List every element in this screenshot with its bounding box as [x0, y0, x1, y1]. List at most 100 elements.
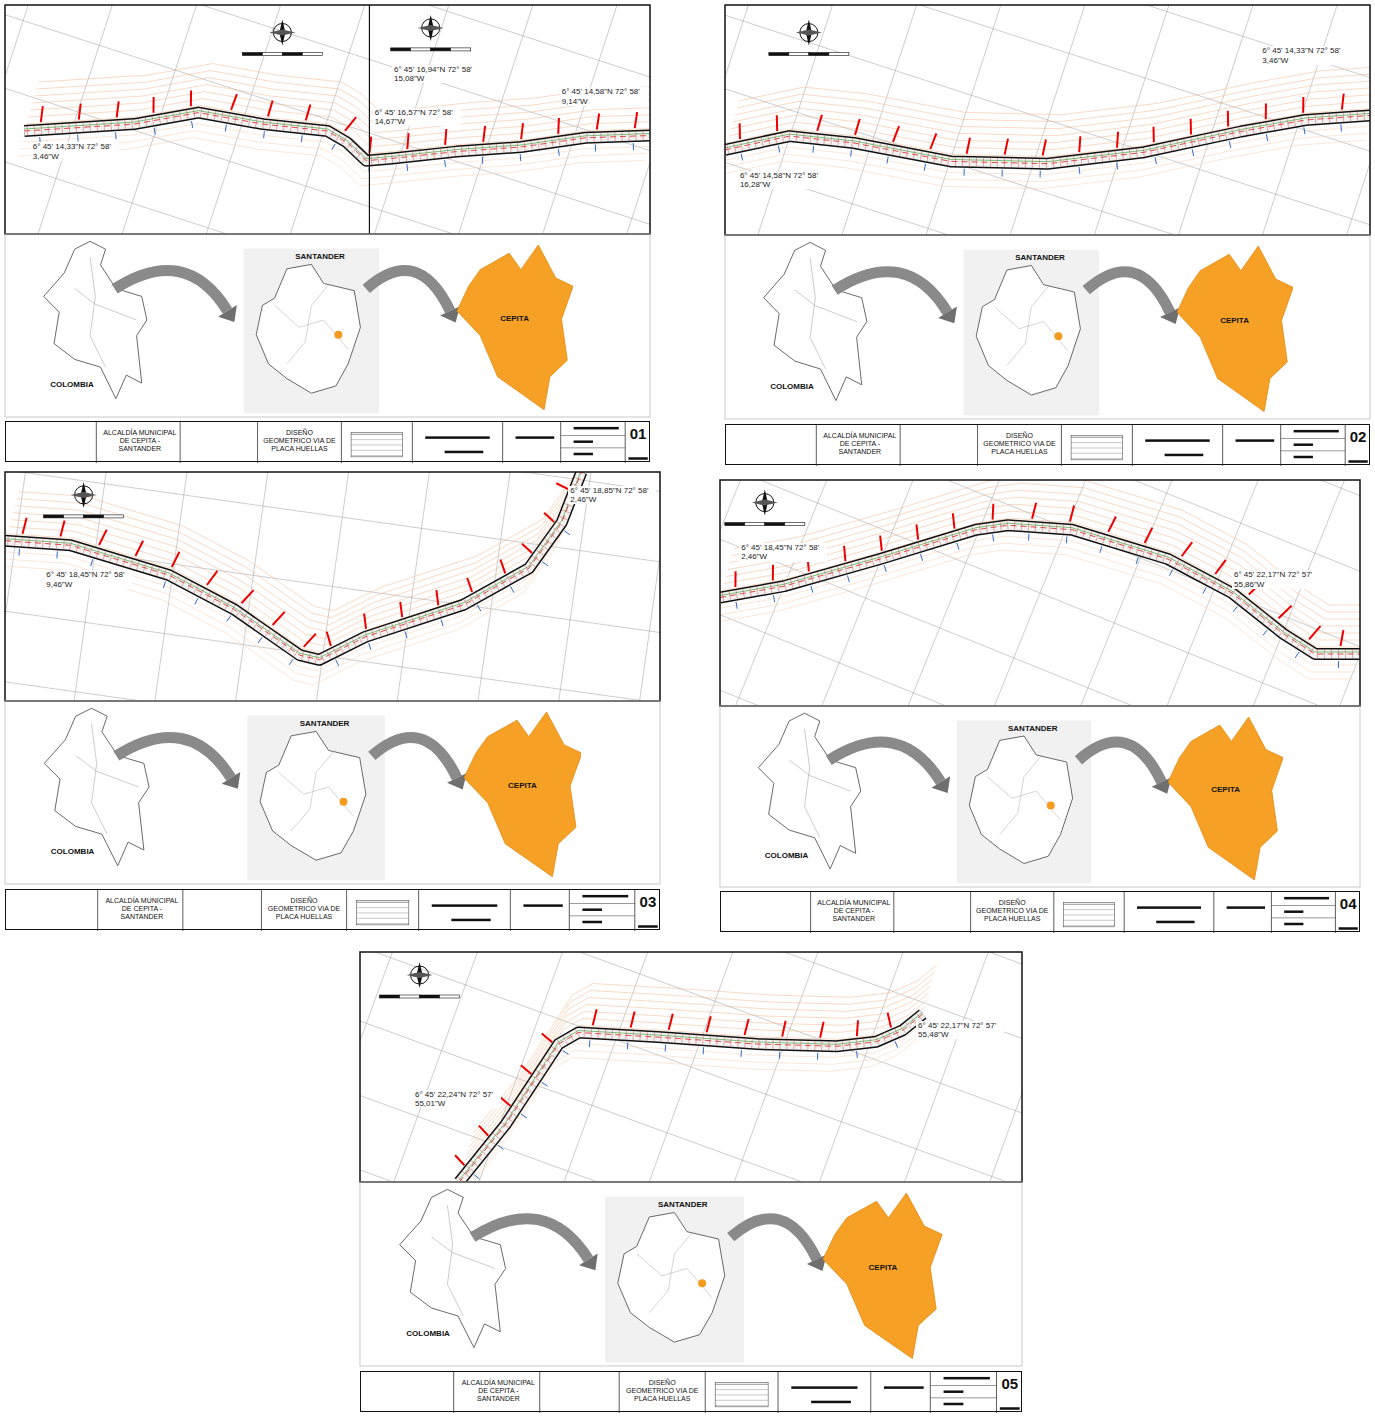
grid-line — [0, 817, 1375, 1416]
station-mark — [241, 590, 253, 603]
grid-line — [0, 0, 1375, 171]
grid-line — [0, 0, 1375, 118]
section-mark — [115, 132, 116, 139]
section-mark — [542, 562, 548, 566]
section-mark — [779, 1052, 780, 1059]
section-mark — [258, 637, 262, 643]
contour-line — [15, 437, 591, 625]
road-hatch — [789, 132, 791, 141]
road-hatch — [1336, 113, 1338, 122]
road-hatch — [405, 152, 407, 161]
scale-bar — [769, 53, 789, 56]
road-hatch — [308, 653, 310, 662]
title-block: ALCALDÍA MUNICIPAL DE CEPITA - SANTANDER… — [720, 891, 1360, 932]
road-hatch — [1322, 114, 1324, 123]
station-mark — [1265, 104, 1267, 120]
grid-line — [0, 0, 1375, 50]
road-hatch — [878, 555, 880, 564]
grid-line — [660, 0, 1375, 1416]
grid-line — [0, 620, 1375, 1416]
municipality-line — [1000, 755, 1042, 835]
road-hatch — [219, 598, 223, 606]
station-mark — [23, 518, 27, 534]
title-cell-line — [346, 890, 347, 931]
municipality-line — [649, 1232, 693, 1313]
grid-line — [0, 0, 452, 1416]
contour-line — [38, 64, 664, 112]
road-hatch — [1303, 644, 1308, 652]
municipality-shape: CEPITA — [464, 712, 582, 877]
cepita-marker — [698, 1279, 706, 1287]
road-hatch — [194, 585, 198, 593]
title-cell-line — [1345, 425, 1346, 466]
section-mark — [289, 659, 293, 665]
road-hatch — [152, 116, 154, 125]
road-hatch — [28, 538, 30, 547]
grid-line — [0, 724, 1375, 1142]
road-hatch — [1004, 158, 1005, 167]
road-hatch — [103, 121, 105, 130]
grid-line — [0, 0, 182, 1348]
municipality-shape: CEPITA — [1168, 717, 1283, 880]
road-hatch — [137, 561, 140, 570]
station-mark — [1190, 119, 1192, 135]
grid-line — [1294, 0, 1375, 1416]
road-hatch — [777, 583, 779, 592]
road-hatch — [575, 477, 583, 480]
road-hatch — [918, 543, 921, 552]
station-mark — [844, 546, 845, 561]
road-hatch — [1352, 650, 1353, 659]
road-hatch — [625, 1031, 627, 1040]
station-mark — [953, 513, 955, 528]
grid-line — [33, 0, 1157, 1416]
road-hatch — [830, 136, 832, 145]
road-hatch — [255, 118, 257, 127]
road-hatch — [1046, 159, 1047, 168]
revision-table — [351, 439, 403, 440]
section-mark — [441, 620, 443, 627]
road-hatch — [797, 578, 799, 587]
title-cell-line — [705, 1372, 706, 1413]
grid-line — [0, 1071, 1375, 1416]
road-hatch — [339, 645, 343, 653]
road-hatch — [863, 1039, 864, 1048]
road-hatch — [248, 617, 253, 624]
title-cell-line — [816, 425, 817, 466]
road-hatch — [779, 1040, 780, 1049]
grid-line — [0, 0, 1375, 51]
road-hatch — [1060, 158, 1061, 167]
road-hatch — [489, 145, 491, 154]
title-cell-line — [569, 890, 570, 931]
road-hatch — [193, 109, 195, 118]
road-hatch — [1081, 155, 1082, 164]
grid-line — [0, 0, 224, 1416]
road-hatch — [1218, 583, 1222, 591]
revision-table — [1071, 453, 1123, 454]
road-hatch — [849, 1040, 850, 1049]
redacted-bar — [944, 1403, 964, 1406]
location-arrow — [116, 737, 231, 777]
title-cell-line — [341, 422, 342, 463]
grid-line — [0, 0, 563, 1416]
grid-line — [0, 96, 1375, 1220]
grid-line — [0, 0, 1375, 922]
road-hatch — [695, 1035, 697, 1044]
road-hatch — [879, 143, 881, 152]
station-mark — [1279, 606, 1292, 619]
road-hatch — [1129, 149, 1130, 158]
municipality-name: CEPITA — [1168, 785, 1283, 794]
road-hatch — [212, 595, 216, 603]
road-hatch — [398, 621, 401, 630]
road-hatch — [768, 136, 770, 145]
coordinate-label: 6° 45' 14,33"N 72° 58' 3,46"W — [31, 142, 119, 160]
station-mark — [1152, 127, 1154, 143]
grid-line — [0, 0, 1375, 317]
redacted-bar — [1145, 439, 1210, 442]
road-hatch — [553, 527, 560, 532]
municipality-svg — [823, 1193, 942, 1359]
grid-line — [16, 0, 943, 1416]
scale-bar — [440, 995, 460, 998]
location-arrow-head — [222, 772, 241, 789]
grid-line — [0, 0, 1375, 650]
grid-line — [0, 322, 1375, 1249]
